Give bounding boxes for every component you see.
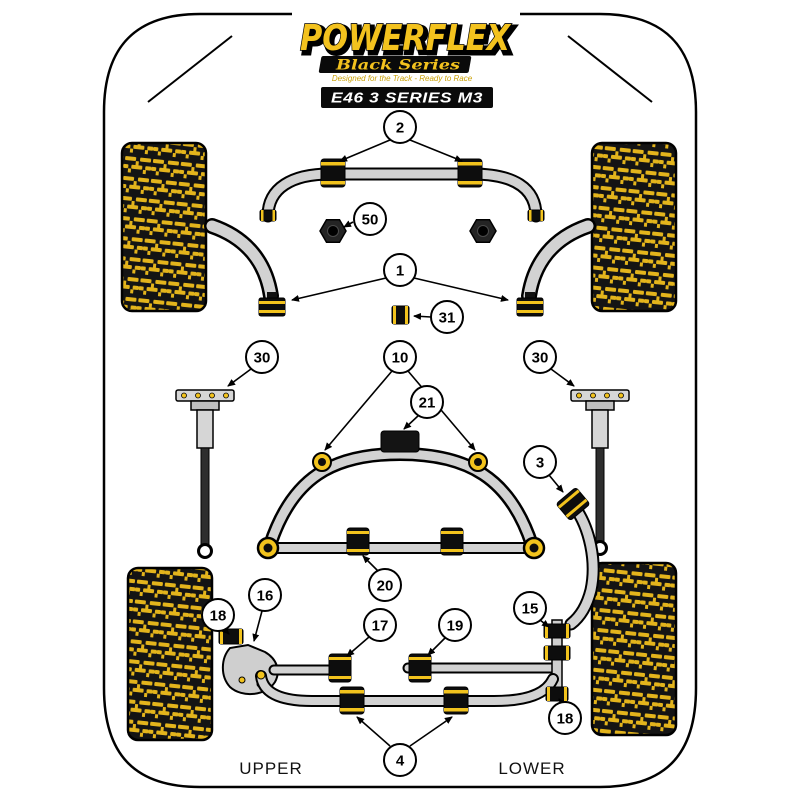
series-label: Black Series (335, 58, 460, 74)
arm-bushing-left (258, 292, 286, 317)
arm-bushing-right (516, 292, 544, 317)
rear-arb-bushing-right (443, 686, 469, 715)
lower-label: LOWER (498, 759, 565, 778)
callout-number: 18 (557, 711, 574, 728)
callout-number: 10 (392, 350, 409, 367)
small-bushing-31 (391, 305, 410, 325)
subframe-upper-mount-right (468, 452, 488, 472)
callout-number: 4 (396, 753, 405, 770)
callout-number: 18 (210, 608, 227, 625)
callout-number: 50 (362, 212, 379, 229)
rear-right-tire (590, 561, 678, 737)
callout-number: 20 (377, 578, 394, 595)
callout-number: 2 (396, 120, 404, 137)
body-corner-line-right (567, 35, 653, 103)
front-right-tire (590, 141, 678, 313)
rear-lower-arm-left (268, 653, 352, 683)
rear-upper-link (543, 619, 571, 693)
rear-arb-end-bushing (545, 686, 569, 702)
callout-16: 16 (248, 578, 282, 642)
callout-number: 19 (447, 618, 464, 635)
shock-absorber-right (570, 389, 630, 556)
callout-number: 30 (254, 350, 271, 367)
upper-label: UPPER (239, 759, 303, 778)
callout-number: 30 (532, 350, 549, 367)
strut-nut-left (319, 218, 347, 244)
front-control-arm-right (521, 218, 596, 304)
model-label: E46 3 SERIES M3 (331, 91, 483, 107)
rear-left-tire (126, 566, 214, 742)
arb-end-link-right (527, 209, 545, 222)
subframe-center-mount (380, 430, 420, 453)
callout-30-right: 30 (523, 340, 575, 387)
brand-block: POWERFLEX POWERFLEX Black Series Designe… (292, 12, 520, 108)
subframe-eye-right (522, 536, 546, 560)
subframe-lower-bushing-left (346, 527, 370, 556)
rear-anti-roll-bar (255, 670, 559, 707)
callout-31: 31 (413, 300, 464, 334)
rear-toe-arm (402, 653, 558, 683)
brand-logo: POWERFLEX (300, 18, 512, 59)
callout-1: 1 (291, 253, 509, 302)
callout-10: 10 (324, 340, 476, 451)
callout-2: 2 (339, 110, 463, 162)
shock-absorber-left (175, 389, 235, 559)
rear-arb-bushing-left (339, 686, 365, 715)
strut-nut-right (469, 218, 497, 244)
callout-4: 4 (356, 716, 453, 777)
callout-number: 1 (396, 263, 404, 280)
callout-30-left: 30 (227, 340, 279, 387)
callout-3: 3 (523, 445, 564, 493)
callout-number: 17 (372, 618, 389, 635)
front-left-tire (120, 141, 208, 313)
callout-number: 3 (536, 455, 544, 472)
callout-20: 20 (362, 555, 402, 602)
callout-21: 21 (403, 385, 444, 430)
callout-number: 16 (257, 588, 274, 605)
front-control-arm-left (204, 218, 279, 304)
body-corner-line-left (147, 35, 233, 103)
series-ribbon (318, 56, 472, 73)
brand-tagline: Designed for the Track - Ready to Race (332, 74, 473, 83)
callout-17: 17 (346, 608, 397, 657)
callout-number: 21 (419, 395, 436, 412)
front-anti-roll-bar (261, 167, 543, 223)
logo-backdrop (292, 12, 520, 86)
callout-19: 19 (427, 608, 472, 656)
callout-number: 15 (522, 601, 539, 618)
callout-18-right: 18 (548, 698, 582, 735)
callout-number: 31 (439, 310, 456, 327)
subframe-upper-mount-left (312, 452, 332, 472)
rear-subframe (263, 446, 539, 554)
trailing-arm (556, 487, 600, 631)
model-box (321, 87, 493, 108)
callout-15: 15 (513, 591, 550, 628)
subframe-lower-bushing-right (440, 527, 464, 556)
arb-bushing-left (320, 158, 346, 188)
subframe-eye-left (256, 536, 280, 560)
callout-18-left: 18 (201, 598, 235, 635)
arb-bushing-right (457, 158, 483, 188)
callout-50: 50 (343, 202, 387, 236)
arb-end-link-left (259, 209, 277, 222)
